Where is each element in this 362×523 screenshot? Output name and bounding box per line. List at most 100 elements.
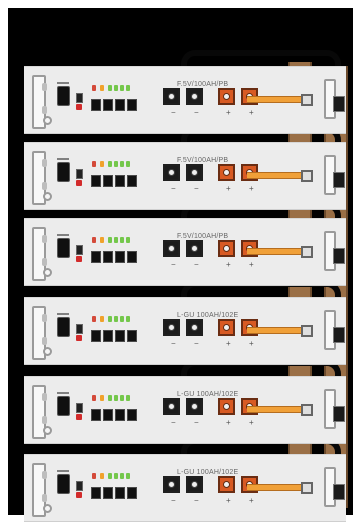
positive-terminal-icon [218,476,235,493]
communication-ports [91,251,137,265]
green-led-icon [114,237,118,243]
red-indicator-icon [76,180,82,186]
rj45-port-icon [115,487,125,499]
minus-sign-icon: − [171,418,176,427]
rj45-port-icon [103,175,113,187]
green-led-icon [126,473,130,479]
orange-led-icon [100,473,104,479]
green-led-icon [108,161,112,167]
positive-cable-4 [247,327,311,334]
terminal-dot-icon [191,324,198,331]
terminal-dot-icon [223,93,230,100]
positive-terminal-icon [218,164,235,181]
negative-terminal-icon [163,398,180,415]
rj45-port-icon [127,99,137,111]
terminal-dot-icon [168,481,175,488]
positive-terminal-icon [218,240,235,257]
minus-sign-icon: − [194,339,199,348]
green-led-icon [120,395,124,401]
power-switch-icon [57,396,70,416]
rj45-port-icon [103,487,113,499]
switch-marking-icon [57,392,69,394]
terminal-dot-icon [168,324,175,331]
negative-busbar-clamp-icon [333,172,345,188]
model-label: L-GU 100AH/102E [177,312,239,319]
minus-sign-icon: − [194,418,199,427]
mount-hole-icon [42,182,47,190]
rj45-port-icon [127,330,137,342]
ground-screw-icon [43,504,52,513]
terminal-dot-icon [223,481,230,488]
positive-cable-1 [247,96,311,103]
positive-busbar-clamp-icon [301,482,313,494]
rj45-port-icon [91,487,101,499]
rj45-port-icon [103,99,113,111]
plus-sign-icon: + [249,418,254,427]
plus-sign-icon: + [249,184,254,193]
green-led-icon [126,316,130,322]
ground-screw-icon [43,426,52,435]
red-indicator-icon [76,256,82,262]
mount-hole-icon [42,471,47,479]
green-led-icon [114,473,118,479]
terminal-dot-icon [191,169,198,176]
communication-ports [91,99,137,113]
red-indicator-icon [76,335,82,341]
positive-cable-3 [247,248,311,255]
negative-terminal-icon [186,240,203,257]
mount-hole-icon [42,83,47,91]
mount-hole-icon [42,258,47,266]
switch-marking-icon [57,313,69,315]
mount-hole-icon [42,235,47,243]
reset-port-icon [76,93,83,103]
terminal-dot-icon [191,93,198,100]
minus-sign-icon: − [194,184,199,193]
positive-busbar-clamp-icon [301,246,313,258]
positive-busbar-clamp-icon [301,404,313,416]
green-led-icon [108,395,112,401]
status-led-row [92,84,138,92]
negative-terminal-icon [163,319,180,336]
power-switch-icon [57,162,70,182]
communication-ports [91,487,137,501]
negative-terminal-icon [186,164,203,181]
red-led-icon [92,85,96,91]
mount-hole-icon [42,416,47,424]
battery-module-5: L-GU 100AH/102E − − + + [24,376,346,444]
plus-sign-icon: + [249,108,254,117]
ground-screw-icon [43,268,52,277]
negative-busbar-clamp-icon [333,96,345,112]
negative-terminal-icon [186,88,203,105]
reset-port-icon [76,169,83,179]
communication-ports [91,409,137,423]
mount-hole-icon [42,159,47,167]
mount-hole-icon [42,314,47,322]
rj45-port-icon [115,330,125,342]
reset-port-icon [76,403,83,413]
positive-cable-2 [247,172,311,179]
positive-busbar-clamp-icon [301,325,313,337]
minus-sign-icon: − [171,339,176,348]
terminal-dot-icon [223,324,230,331]
negative-busbar-clamp-icon [333,327,345,343]
positive-cable-6 [247,484,311,491]
terminal-dot-icon [168,93,175,100]
green-led-icon [114,85,118,91]
negative-terminal-icon [163,240,180,257]
positive-busbar-clamp-icon [301,170,313,182]
green-led-icon [108,473,112,479]
positive-terminal-icon [218,398,235,415]
plus-sign-icon: + [226,108,231,117]
rj45-port-icon [91,409,101,421]
status-led-row [92,472,138,480]
green-led-icon [120,85,124,91]
positive-terminal-icon [218,88,235,105]
rj45-port-icon [91,251,101,263]
rj45-port-icon [91,330,101,342]
plus-sign-icon: + [226,418,231,427]
rj45-port-icon [127,251,137,263]
negative-terminal-icon [186,398,203,415]
switch-marking-icon [57,234,69,236]
green-led-icon [114,395,118,401]
minus-sign-icon: − [194,108,199,117]
